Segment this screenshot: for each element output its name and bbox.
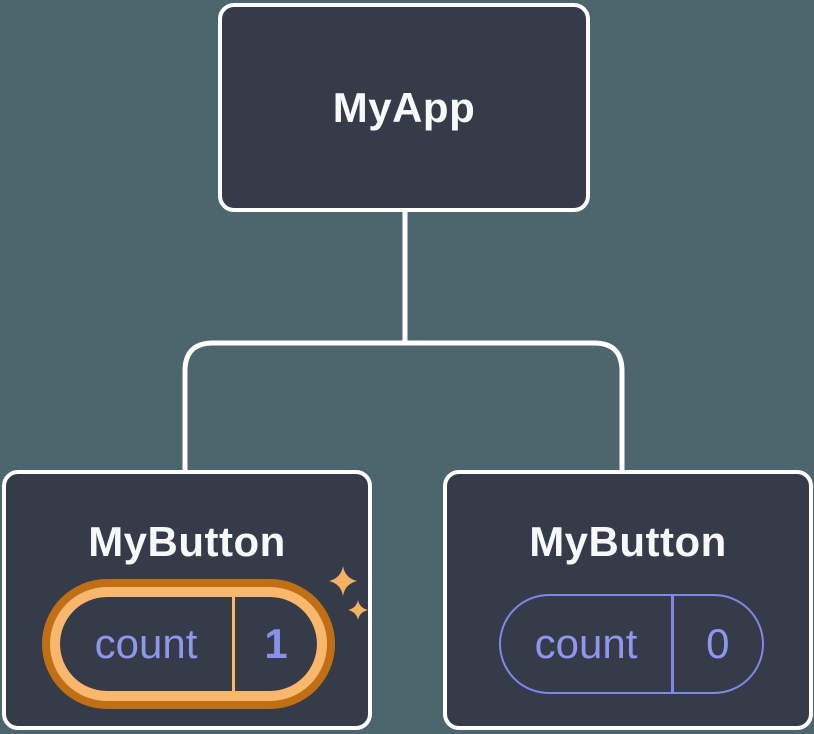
node-label-myapp: MyApp	[332, 83, 476, 131]
state-value: 1	[264, 620, 288, 667]
tree-node-mybutton-left: MyButton count 1	[2, 470, 372, 730]
state-name-label: count	[534, 620, 638, 667]
state-pill-highlighted: count 1	[60, 597, 317, 691]
pill-divider	[232, 597, 235, 691]
sparkles-icon	[329, 566, 368, 620]
state-pill-plain: count 0	[499, 594, 764, 694]
pill-divider	[671, 596, 674, 692]
node-label-mybutton-left: MyButton	[88, 518, 286, 565]
tree-node-mybutton-right: MyButton count 0	[443, 470, 813, 730]
tree-node-myapp: MyApp	[218, 3, 590, 212]
node-label-mybutton-right: MyButton	[529, 518, 727, 565]
state-name-label: count	[94, 620, 198, 667]
state-value: 0	[706, 620, 730, 667]
